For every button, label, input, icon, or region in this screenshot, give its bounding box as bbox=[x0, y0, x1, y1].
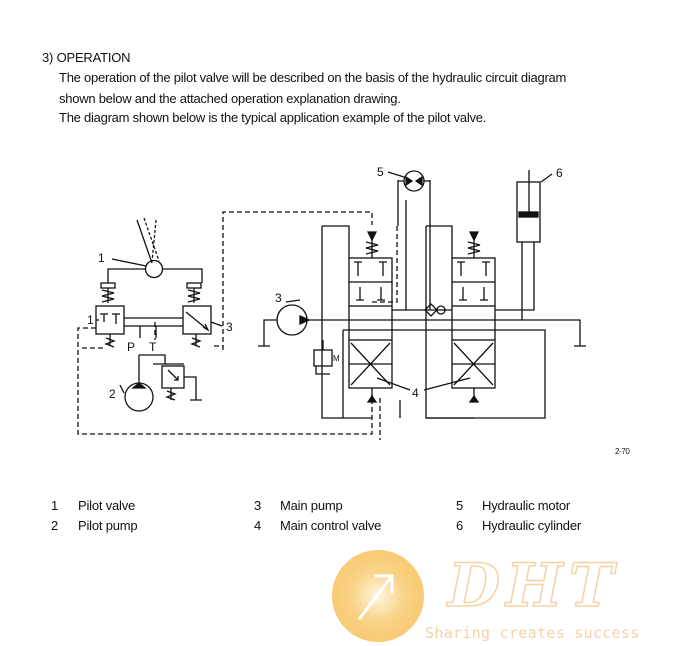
port-m-label: M bbox=[333, 354, 340, 363]
legend-num-6: 6 bbox=[456, 518, 464, 533]
watermark-logo: DHT bbox=[332, 550, 619, 642]
label-5: 5 bbox=[377, 165, 384, 179]
pilot-pump bbox=[124, 354, 202, 412]
hydraulic-cylinder bbox=[516, 170, 553, 320]
legend-label-1: Pilot valve bbox=[78, 498, 136, 513]
pilot-lines bbox=[77, 211, 400, 440]
label-1b: 1 bbox=[87, 313, 94, 327]
label-1: 1 bbox=[98, 251, 105, 265]
hydraulic-motor bbox=[387, 170, 430, 192]
legend-label-3: Main pump bbox=[280, 498, 343, 513]
legend-num-1: 1 bbox=[51, 498, 59, 513]
legend-num-2: 2 bbox=[51, 518, 59, 533]
hydraulic-circuit-diagram: 1 1 2 3 3 4 5 6 P T M bbox=[77, 165, 586, 440]
label-3b: 3 bbox=[226, 320, 233, 334]
legend-label-2: Pilot pump bbox=[78, 518, 138, 533]
section-heading: 3) OPERATION bbox=[42, 50, 131, 65]
figure-number: 2-70 bbox=[615, 447, 630, 456]
paragraph-line-3: The diagram shown below is the typical a… bbox=[59, 110, 487, 125]
legend-num-3: 3 bbox=[254, 498, 262, 513]
paragraph-line-2: shown below and the attached operation e… bbox=[59, 91, 401, 106]
check-valve bbox=[424, 303, 446, 317]
main-control-valve-2 bbox=[425, 225, 496, 419]
legend-label-4: Main control valve bbox=[280, 518, 382, 533]
label-2: 2 bbox=[109, 387, 116, 401]
label-3: 3 bbox=[275, 291, 282, 305]
paragraph-line-1: The operation of the pilot valve will be… bbox=[59, 70, 567, 85]
legend-num-5: 5 bbox=[456, 498, 464, 513]
pilot-valve bbox=[95, 217, 212, 348]
legend-label-6: Hydraulic cylinder bbox=[482, 518, 581, 533]
main-pump bbox=[258, 304, 350, 347]
main-control-valve-1 bbox=[321, 225, 393, 419]
main-lines bbox=[342, 180, 586, 419]
port-t-label: T bbox=[149, 340, 157, 354]
arrow-icon bbox=[358, 574, 394, 620]
legend-label-5: Hydraulic motor bbox=[482, 498, 571, 513]
legend-num-4: 4 bbox=[254, 518, 262, 533]
port-p-label: P bbox=[127, 340, 135, 354]
label-6: 6 bbox=[556, 166, 563, 180]
label-4: 4 bbox=[412, 386, 419, 400]
watermark-logo-text: DHT bbox=[446, 551, 619, 621]
main-relief bbox=[313, 340, 333, 375]
watermark-tagline: Sharing creates success bbox=[425, 624, 640, 642]
